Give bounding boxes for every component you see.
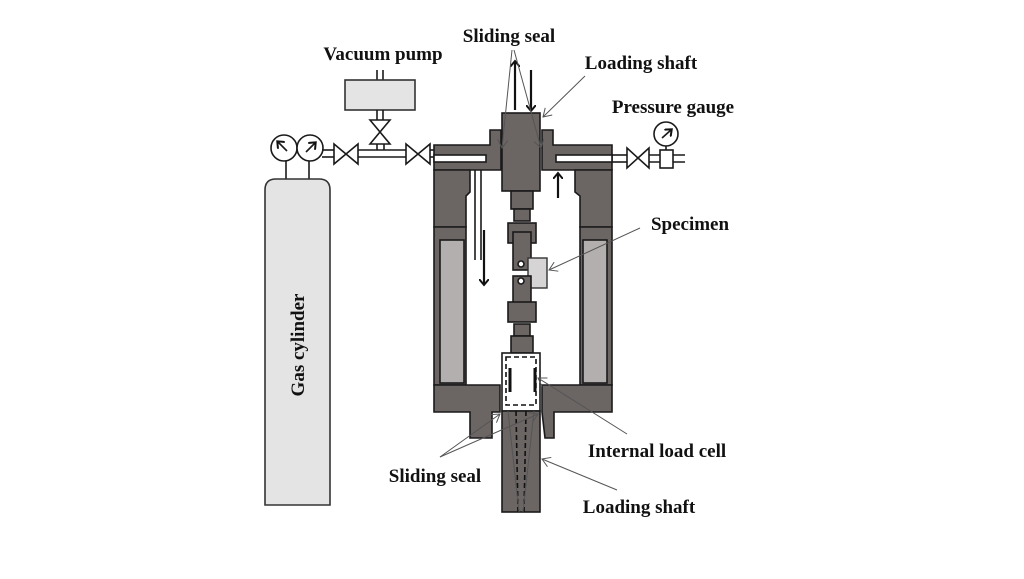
specimen-label: Specimen — [651, 214, 730, 235]
loading-shaft-bottom-label: Loading shaft — [583, 497, 696, 518]
specimen-leader — [548, 227, 641, 272]
vacuum-pump-label: Vacuum pump — [323, 44, 442, 65]
lower-loading-shaft — [501, 410, 541, 513]
lower-grip — [507, 275, 537, 354]
sliding-seal-top-leader-right — [513, 49, 545, 149]
sliding-seal-top-label: Sliding seal — [463, 26, 555, 47]
internal-load-cell-label: Internal load cell — [588, 441, 726, 462]
vacuum-pump: Vacuum pump — [323, 44, 443, 150]
gas-pipe-left — [322, 142, 434, 166]
sliding-seal-bottom-leader-right — [439, 412, 539, 458]
sliding-seal-top-leader-left — [497, 49, 513, 149]
specimen — [527, 257, 548, 289]
sliding-seal-bottom-leader-left — [439, 413, 501, 458]
loading-shaft-top-label: Loading shaft — [585, 53, 698, 74]
gas-cylinder-label: Gas cylinder — [288, 293, 309, 396]
cylinder-pressure-gauge-icon — [270, 134, 324, 162]
upper-grip — [507, 222, 537, 271]
internal-load-cell — [501, 352, 541, 412]
upper-loading-shaft — [501, 112, 541, 222]
sliding-seal-bottom-label: Sliding seal — [389, 466, 481, 487]
pressure-vessel — [433, 129, 613, 439]
pressure-gauge: Pressure gauge — [612, 97, 734, 170]
loading-shaft-bottom-leader — [541, 456, 618, 491]
loading-shaft-top-leader — [542, 75, 586, 118]
gas-cylinder: Gas cylinder — [264, 160, 331, 506]
internal-load-cell-leader — [537, 377, 628, 435]
pressure-gauge-label: Pressure gauge — [612, 97, 734, 118]
